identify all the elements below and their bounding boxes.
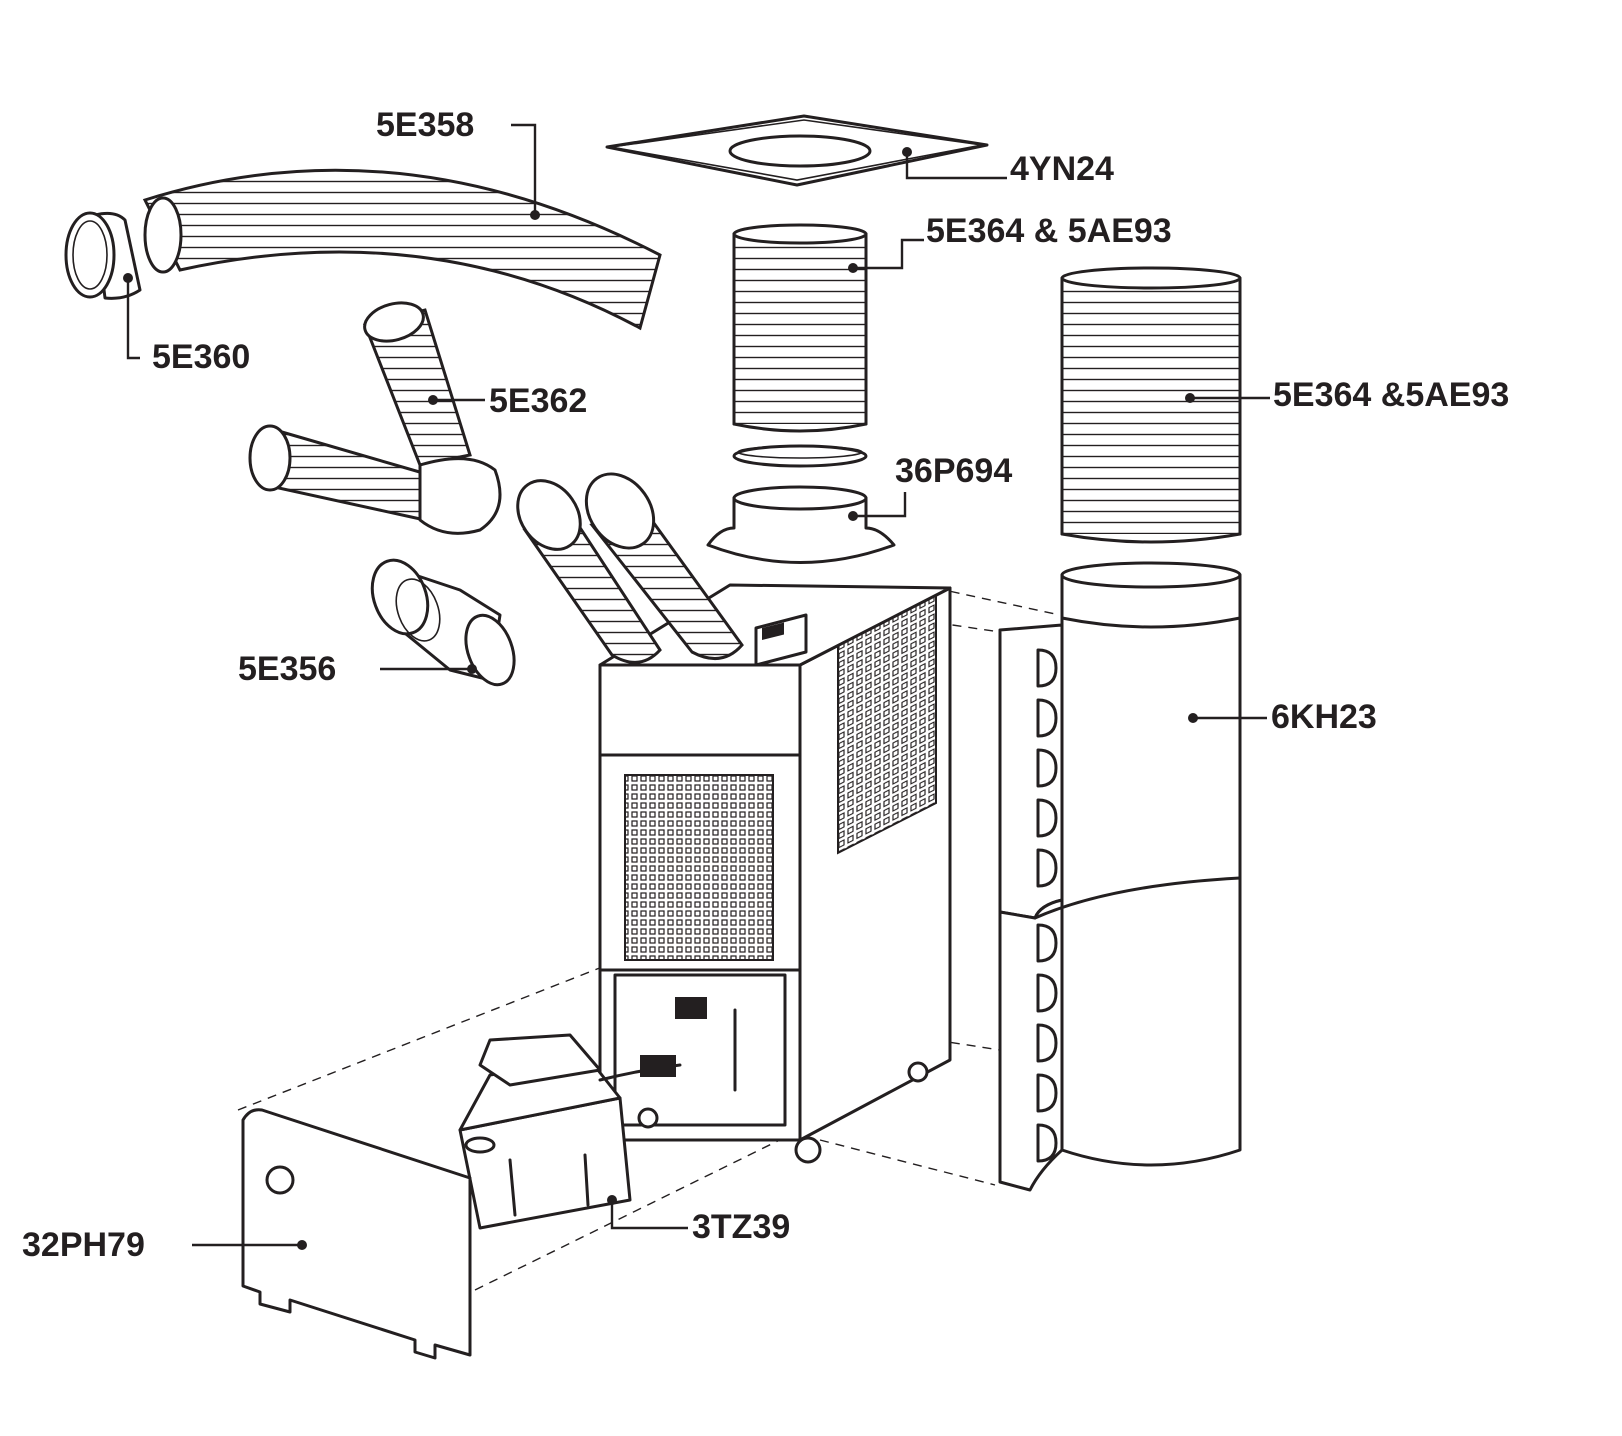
y-duct-5e362	[248, 301, 502, 535]
label-4yn24: 4YN24	[1010, 150, 1114, 188]
label-5e364-top: 5E364 & 5AE93	[926, 212, 1172, 250]
label-5e356: 5E356	[238, 650, 336, 688]
label-36p694: 36P694	[895, 452, 1012, 490]
label-5e360: 5E360	[152, 338, 250, 376]
pump-3tz39	[458, 1033, 682, 1230]
ceiling-panel-4yn24	[605, 114, 989, 187]
duct-5e364-right	[1060, 266, 1242, 544]
plenum-slots-lower	[1036, 923, 1058, 1163]
plenum-6kh23	[998, 561, 1242, 1192]
control-panel	[754, 613, 808, 667]
label-6kh23: 6KH23	[1271, 698, 1377, 736]
collar-5e360	[64, 211, 142, 300]
label-5e362: 5E362	[489, 382, 587, 420]
panel-32ph79	[241, 1108, 472, 1360]
plenum-slots-upper	[1036, 648, 1058, 888]
label-3tz39: 3TZ39	[692, 1208, 790, 1246]
label-32ph79: 32PH79	[22, 1226, 145, 1264]
outlet-nozzles	[516, 472, 744, 664]
label-5e358: 5E358	[376, 106, 474, 144]
label-5e364-right: 5E364 &5AE93	[1273, 376, 1509, 414]
reducer-5e356	[370, 558, 516, 687]
hose-5e358	[142, 168, 662, 331]
part-labels: 5E358 4YN24 5E364 & 5AE93 5E364 &5AE93 5…	[22, 106, 1509, 1264]
cooler-unit	[516, 472, 952, 1164]
leader-lines	[123, 123, 1270, 1250]
duct-5e364-top	[732, 223, 868, 433]
casters	[637, 1061, 929, 1164]
adapter-36p694	[706, 444, 896, 564]
